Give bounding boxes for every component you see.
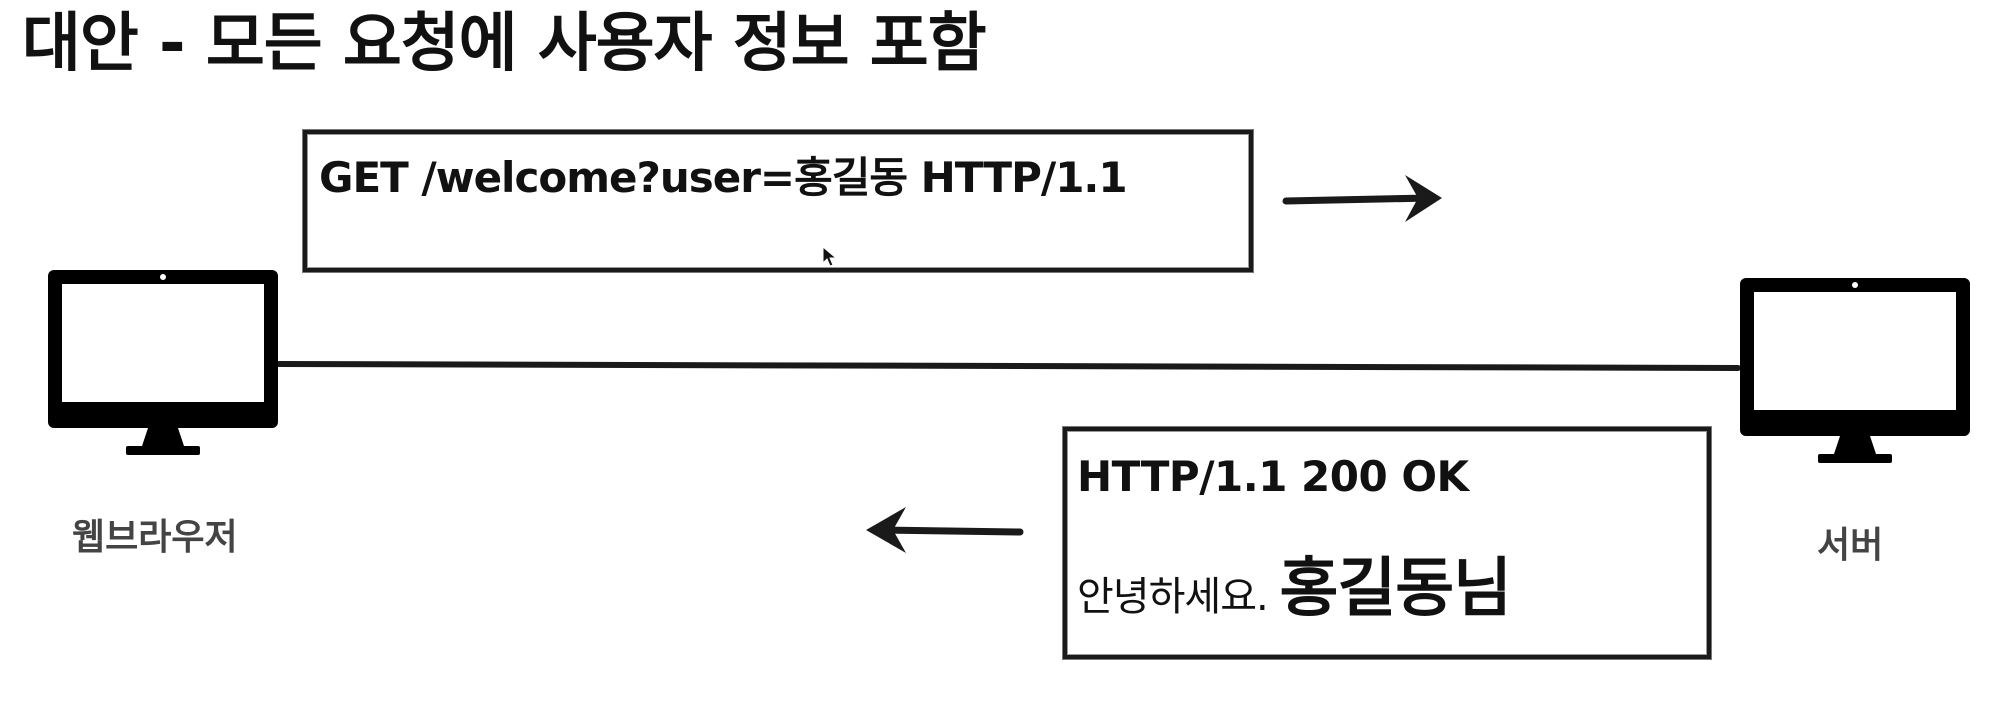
request-message-box: GET /welcome?user=홍길동 HTTP/1.1 (303, 130, 1253, 272)
client-label: 웹브라우저 (72, 517, 238, 558)
client-monitor-icon (48, 270, 278, 455)
response-status-line: HTTP/1.1 200 OK (1077, 452, 1469, 501)
server-label: 서버 (1817, 525, 1884, 566)
response-arrow-left-icon (866, 507, 1024, 553)
mouse-cursor-icon (822, 246, 838, 267)
request-arrow-right-icon (1282, 175, 1442, 222)
request-line: GET /welcome?user=홍길동 HTTP/1.1 (319, 153, 1128, 202)
response-greeting: 안녕하세요. (1077, 574, 1280, 620)
connection-line (276, 361, 1741, 371)
response-body: 안녕하세요. 홍길동님 (1077, 549, 1512, 645)
diagram-title: 대안 - 모든 요청에 사용자 정보 포함 (22, 7, 987, 81)
server-monitor-icon (1740, 278, 1970, 463)
response-user-name: 홍길동님 (1279, 552, 1512, 626)
response-message-box: HTTP/1.1 200 OK 안녕하세요. 홍길동님 (1063, 427, 1711, 659)
